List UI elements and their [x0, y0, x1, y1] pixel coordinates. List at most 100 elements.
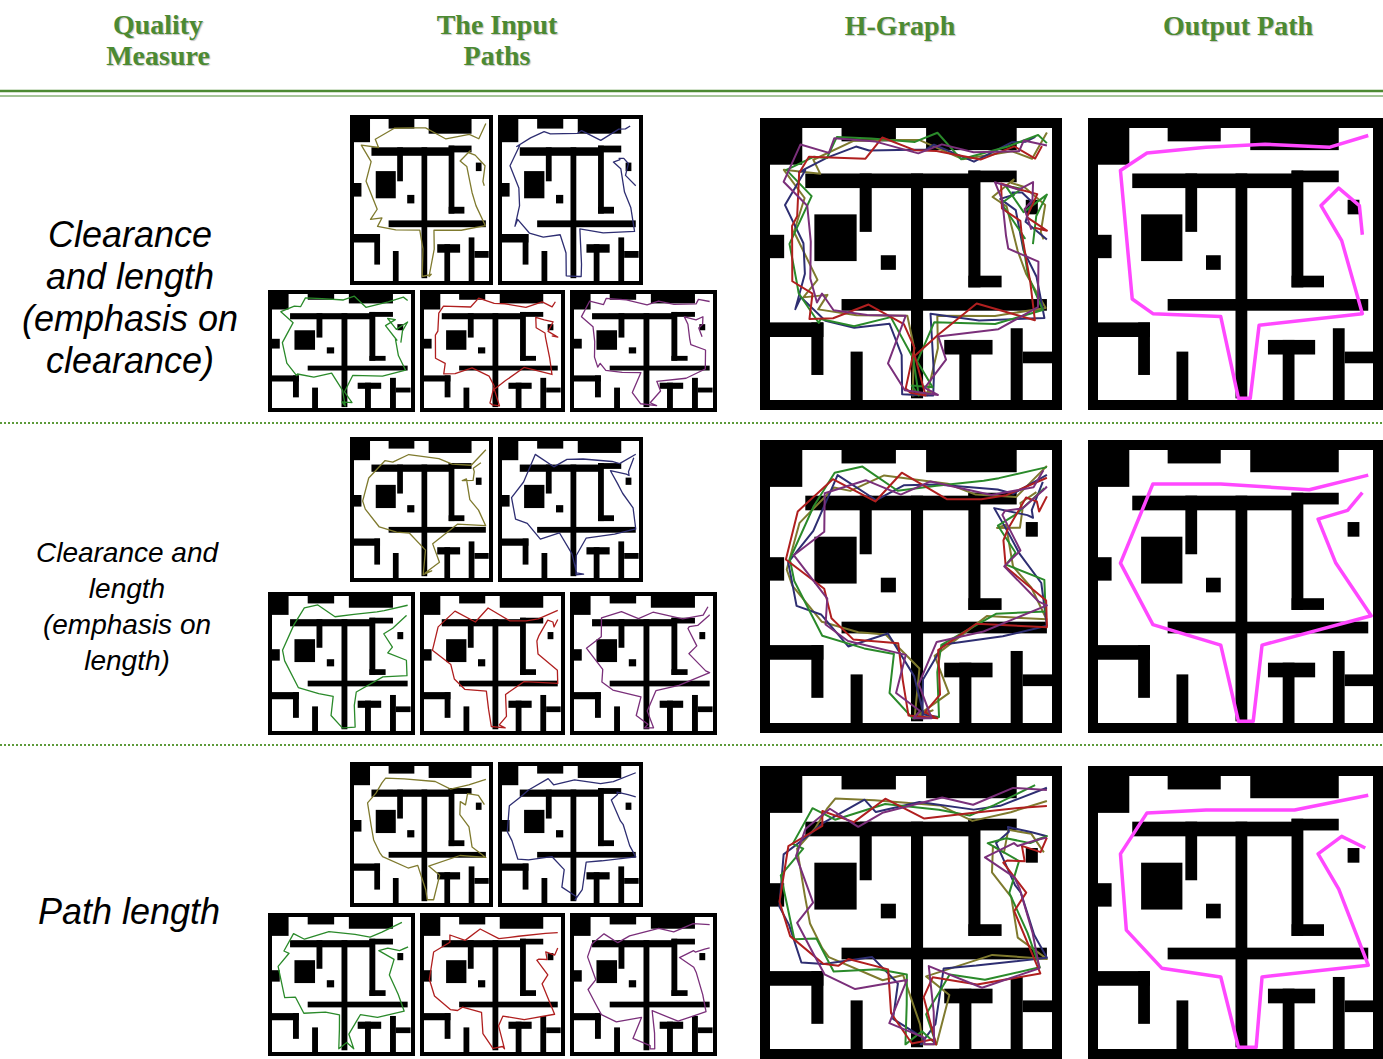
maze-wall: [1168, 440, 1221, 463]
maze-wall: [760, 440, 802, 487]
maze-wall: [1088, 766, 1129, 813]
maze-frame: [1088, 118, 1383, 410]
maze-wall: [842, 299, 1047, 311]
maze-wall: [811, 322, 823, 375]
planned-path: [780, 799, 1047, 1045]
planned-path: [361, 124, 486, 277]
maze-wall: [540, 1016, 546, 1053]
maze-wall: [420, 339, 432, 349]
maze-frame: [268, 913, 415, 1056]
maze-map: [350, 437, 493, 582]
maze-wall: [290, 619, 371, 626]
maze-wall: [350, 762, 370, 785]
maze-wall: [474, 251, 488, 258]
maze-wall: [442, 313, 522, 319]
maze-wall: [520, 147, 600, 156]
maze-wall: [369, 939, 375, 996]
maze-wall: [592, 940, 673, 947]
maze-wall: [598, 146, 621, 153]
maze-wall: [1141, 214, 1182, 261]
maze-wall: [293, 1013, 299, 1039]
maze-wall: [1011, 328, 1023, 404]
maze-wall: [350, 495, 361, 507]
maze-wall: [699, 632, 705, 639]
planned-path: [790, 467, 1047, 719]
maze-frame: [760, 118, 1062, 410]
maze-frame: [570, 290, 717, 412]
maze-wall: [397, 953, 403, 960]
maze-wall: [498, 762, 518, 785]
maze-wall: [1023, 674, 1053, 686]
maze-wall: [520, 465, 600, 472]
maze-wall: [268, 339, 280, 349]
maze-wall: [570, 592, 591, 615]
planned-path: [1120, 795, 1368, 1047]
maze-wall: [446, 330, 466, 350]
maze-wall: [478, 347, 485, 353]
maze-floor: [1098, 776, 1373, 1049]
maze-wall: [610, 1002, 710, 1008]
maze-wall: [390, 1016, 396, 1053]
maze-wall: [619, 940, 625, 969]
maze-wall: [692, 695, 698, 732]
planned-path: [784, 133, 1047, 396]
maze-wall: [1026, 522, 1038, 537]
planned-path: [785, 137, 1047, 396]
maze-wall: [814, 214, 856, 261]
maze-wall: [317, 940, 323, 969]
maze-wall: [290, 940, 371, 947]
maze-wall: [546, 1027, 561, 1033]
planned-path: [278, 922, 408, 1049]
maze-map: [498, 437, 643, 582]
maze-wall: [537, 115, 563, 129]
maze-wall: [268, 592, 289, 615]
maze-wall: [1250, 440, 1339, 472]
maze-wall: [842, 440, 896, 463]
planned-path: [368, 778, 486, 900]
maze-wall: [327, 980, 334, 987]
maze-floor: [770, 128, 1052, 400]
maze-wall: [1177, 352, 1189, 405]
maze-wall: [1177, 674, 1189, 727]
maze-wall: [1345, 352, 1375, 364]
maze-wall: [294, 639, 315, 662]
maze-wall: [312, 388, 318, 410]
planned-path: [581, 298, 709, 405]
maze-wall: [881, 578, 896, 593]
maze-wall: [449, 463, 455, 521]
maze-wall: [594, 547, 600, 579]
maze-wall: [968, 924, 1001, 936]
maze-wall: [592, 619, 673, 626]
maze-wall: [294, 960, 315, 983]
maze-wall: [699, 953, 705, 960]
maze-wall: [542, 878, 548, 904]
maze-wall: [556, 505, 563, 512]
maze-wall: [692, 1016, 698, 1053]
maze-wall: [498, 437, 518, 460]
maze-frame: [760, 440, 1062, 733]
maze-wall: [537, 762, 563, 774]
maze-wall: [671, 356, 687, 361]
maze-wall: [449, 515, 465, 521]
maze-wall: [592, 313, 673, 319]
planned-path: [588, 924, 710, 1049]
maze-wall: [349, 592, 393, 608]
maze-wall: [618, 237, 624, 281]
maze-wall: [371, 465, 450, 472]
maze-wall: [498, 495, 510, 507]
maze-wall: [805, 822, 971, 837]
maze-wall: [644, 940, 650, 1050]
maze-wall: [571, 790, 577, 902]
maze-wall: [1168, 948, 1369, 960]
maze-wall: [1333, 651, 1345, 727]
planned-path: [792, 138, 1047, 396]
maze-wall: [881, 904, 896, 919]
maze-wall: [317, 313, 323, 337]
maze-wall: [500, 290, 544, 303]
maze-wall: [393, 251, 399, 282]
maze-wall: [524, 485, 544, 508]
maze-wall: [445, 1013, 451, 1039]
maze-frame: [350, 437, 493, 582]
maze-wall: [811, 645, 823, 698]
maze-wall: [698, 706, 713, 712]
